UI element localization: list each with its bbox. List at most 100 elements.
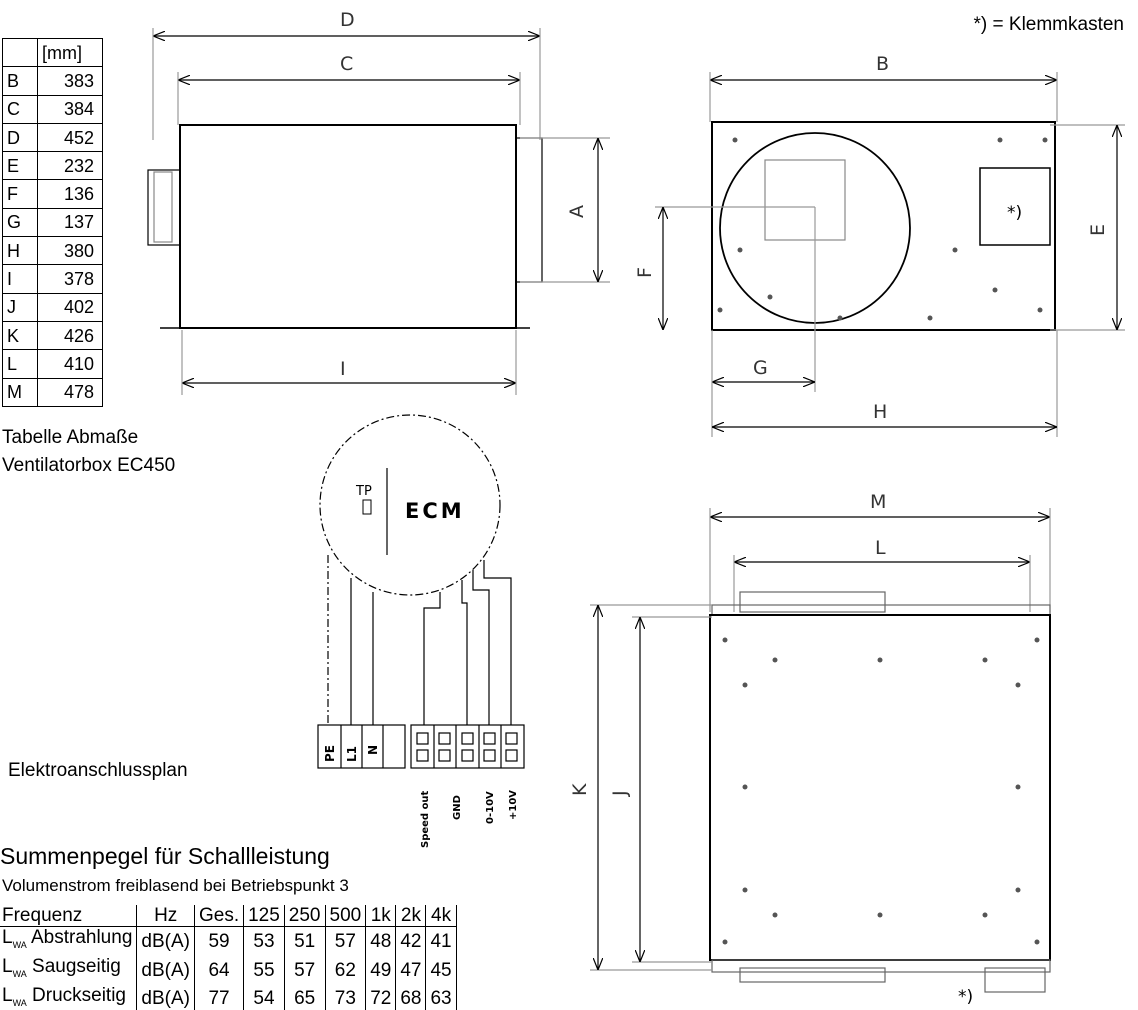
sound-value: 41 [425,926,457,956]
dimension-key: M [2,377,38,407]
caption-line-1: Tabelle Abmaße [2,427,139,448]
terminal-contact [416,749,429,762]
sound-value: 57 [324,926,366,956]
sound-row-label: LWA Druckseitig [0,985,137,1010]
signal-plus-10v: +10V [508,790,519,820]
dimension-value: 380 [37,236,103,266]
caption-line-2: Ventilatorbox EC450 [2,455,176,476]
mounting-hole [837,315,843,321]
label-d: D [340,9,355,31]
sound-value: 47 [395,955,426,985]
sound-header-cell: Ges. [193,905,244,927]
terminal-contact [461,732,474,745]
l-prefix: L [2,984,13,1006]
sound-unit: dB(A) [136,984,195,1010]
sound-header-cell: 2k [395,905,426,927]
signal-0-10v: 0-10V [485,791,496,824]
mounting-hole [742,682,748,688]
mounting-hole [877,912,883,918]
dimension-value: 137 [37,207,103,238]
sound-value: 45 [425,955,457,985]
sound-unit: dB(A) [136,955,195,985]
mounting-hole [717,307,723,313]
sound-header-cell: 250 [283,905,325,927]
label-j: J [609,790,631,797]
sound-value: 73 [324,984,366,1010]
sound-header-cell: 500 [324,905,366,927]
mounting-hole [992,287,998,293]
label-f: F [634,267,656,278]
terminal-contact [461,749,474,762]
label-a: A [566,205,588,218]
terminal-contact [416,732,429,745]
dimension-labels: D C I A B E F G H M L K J *) *) [340,9,1109,1007]
sound-value: 77 [193,984,244,1010]
mounting-hole [732,137,738,143]
dimension-key: E [2,151,38,181]
mounting-hole [982,657,988,663]
sound-value: 48 [365,926,396,956]
l-sub: WA [12,939,27,950]
sound-value: 57 [283,955,325,985]
terminal-box-mark: *) [1007,203,1022,223]
dimension-key: D [2,122,38,153]
table-caption: Tabelle Abmaße Ventilatorbox EC450 [2,424,175,480]
side-view [147,28,610,395]
sound-value: 49 [365,955,396,985]
label-i: I [340,358,346,380]
wiring-labels: TP ECM PE L1 N Speed out GND 0-10V +10V [323,484,519,848]
terminal-pe: PE [323,745,337,762]
mounting-hole [767,294,773,300]
terminal-contact [483,732,496,745]
l-prefix: L [2,955,13,977]
row-label: Saugseitig [32,955,121,977]
dimension-key: L [2,349,38,379]
mounting-hole [772,657,778,663]
mounting-hole [1015,887,1021,893]
motor-label: ECM [405,499,465,523]
row-label: Abstrahlung [30,927,133,948]
sound-value: 72 [365,984,396,1010]
signal-speed-out: Speed out [420,790,431,848]
sound-header-cell: Hz [136,905,195,927]
terminal-contact [505,749,518,762]
sound-unit: dB(A) [136,926,195,956]
dimension-value: 384 [37,94,103,124]
terminal-l1: L1 [345,746,359,762]
tp-label: TP [355,484,372,499]
sound-value: 42 [395,926,426,956]
mounting-hole [722,637,728,643]
sound-value: 63 [425,984,457,1010]
mounting-hole [1034,939,1040,945]
mounting-hole [927,315,933,321]
l-sub: WA [12,968,27,979]
label-l: L [875,537,886,559]
terminal-contact [438,749,451,762]
sound-value: 68 [395,984,426,1010]
sound-header-cell: 4k [425,905,457,927]
sound-value: 55 [243,955,285,985]
sound-row-label: LWA Saugseitig [0,956,137,985]
sound-header-cell: Frequenz [0,905,137,927]
sound-value: 53 [243,926,285,956]
mounting-hole [722,939,728,945]
mounting-hole [982,912,988,918]
mounting-hole [877,657,883,663]
label-c: C [340,53,353,75]
label-e: E [1087,224,1109,236]
dimension-value: 383 [37,66,103,96]
sound-value: 64 [193,955,244,985]
signal-gnd: GND [452,795,463,820]
